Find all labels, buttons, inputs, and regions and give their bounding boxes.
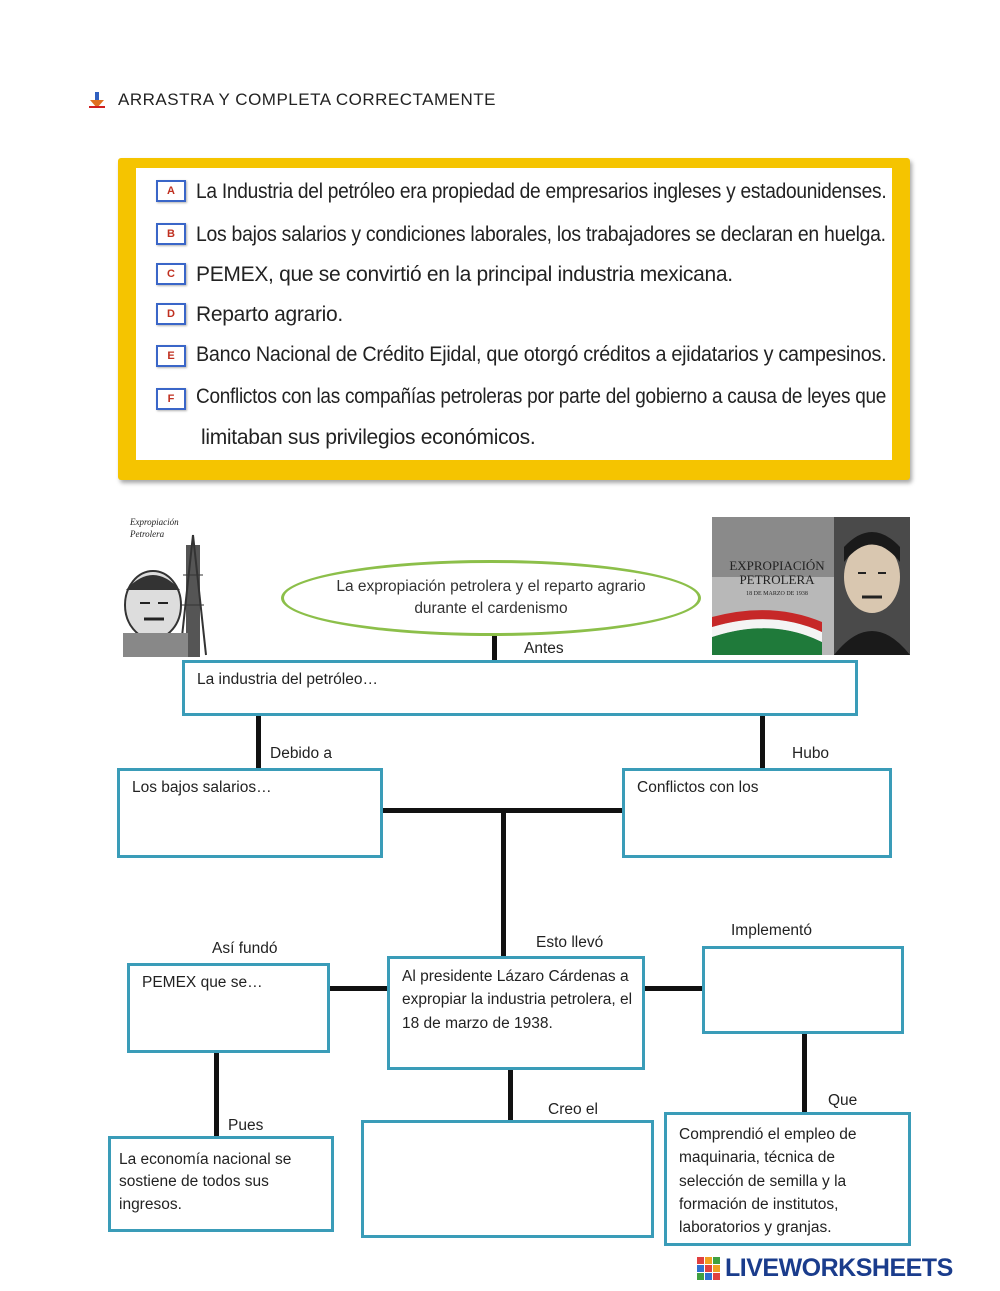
connector-line bbox=[328, 986, 390, 991]
brand-name: LIVEWORKSHEETS bbox=[725, 1254, 953, 1282]
box-text: Los bajos salarios… bbox=[132, 779, 272, 796]
box-text: Conflictos con los bbox=[637, 779, 759, 796]
option-d-draggable[interactable]: D bbox=[156, 303, 186, 325]
label-pues: Pues bbox=[228, 1117, 264, 1134]
cardenas-sketch-image: Expropiación Petrolera bbox=[108, 515, 218, 657]
label-antes: Antes bbox=[524, 640, 564, 657]
poster-title: EXPROPIACIÓN PETROLERA bbox=[729, 558, 825, 587]
box-economia: La economía nacional se sostiene de todo… bbox=[108, 1136, 334, 1232]
connector-line bbox=[508, 1068, 513, 1120]
connector-line bbox=[802, 1032, 807, 1114]
liveworksheets-icon bbox=[697, 1256, 720, 1280]
arrow-down-icon bbox=[88, 91, 106, 109]
drop-box-conflictos[interactable]: Conflictos con los bbox=[622, 768, 892, 858]
connector-line bbox=[492, 634, 497, 662]
connector-line bbox=[501, 810, 506, 960]
options-panel: A La Industria del petróleo era propieda… bbox=[118, 158, 910, 480]
liveworksheets-logo: LIVEWORKSHEETS bbox=[697, 1254, 953, 1283]
label-que: Que bbox=[828, 1092, 858, 1109]
option-d-text: Reparto agrario. bbox=[196, 303, 343, 326]
label-debido: Debido a bbox=[270, 745, 333, 762]
drop-box-pemex[interactable]: PEMEX que se… bbox=[127, 963, 330, 1053]
option-f-draggable[interactable]: F bbox=[156, 388, 186, 410]
drop-box-industria[interactable]: La industria del petróleo… bbox=[182, 660, 858, 716]
drop-box-salarios[interactable]: Los bajos salarios… bbox=[117, 768, 383, 858]
label-implemento: Implementó bbox=[731, 922, 812, 939]
label-esto-llevo: Esto llevó bbox=[536, 934, 604, 951]
connector-line bbox=[760, 714, 765, 770]
instruction-text: ARRASTRA Y COMPLETA CORRECTAMENTE bbox=[118, 90, 496, 109]
box-text: La industria del petróleo… bbox=[197, 671, 378, 688]
label-asi-fundo: Así fundó bbox=[212, 940, 278, 957]
box-text: PEMEX que se… bbox=[142, 974, 263, 991]
connector-line bbox=[642, 986, 704, 991]
diagram-title-oval: La expropiación petrolera y el reparto a… bbox=[281, 560, 701, 636]
label-hubo: Hubo bbox=[792, 745, 830, 762]
drop-box-creo[interactable] bbox=[361, 1120, 654, 1238]
option-f-text: Conflictos con las compañías petroleras … bbox=[196, 385, 887, 408]
option-c-draggable[interactable]: C bbox=[156, 263, 186, 285]
label-creo: Creo el bbox=[548, 1101, 598, 1118]
drop-box-implemento[interactable] bbox=[702, 946, 904, 1034]
expropiacion-poster-image: EXPROPIACIÓN PETROLERA 18 DE MARZO DE 19… bbox=[712, 517, 910, 655]
instruction: ARRASTRA Y COMPLETA CORRECTAMENTE bbox=[88, 90, 496, 110]
connector-line bbox=[256, 714, 261, 770]
option-b-draggable[interactable]: B bbox=[156, 223, 186, 245]
option-a-draggable[interactable]: A bbox=[156, 180, 186, 202]
option-f-text-line2: limitaban sus privilegios económicos. bbox=[201, 426, 536, 449]
option-a-text: La Industria del petróleo era propiedad … bbox=[196, 180, 887, 203]
connector-line bbox=[214, 1050, 219, 1140]
option-b-text: Los bajos salarios y condiciones laboral… bbox=[196, 223, 886, 246]
option-e-text: Banco Nacional de Crédito Ejidal, que ot… bbox=[196, 343, 887, 366]
box-text: La economía nacional se sostiene de todo… bbox=[119, 1151, 292, 1213]
box-presidente: Al presidente Lázaro Cárdenas a expropia… bbox=[387, 956, 645, 1070]
options-list: A La Industria del petróleo era propieda… bbox=[136, 168, 892, 460]
box-comprendio: Comprendió el empleo de maquinaria, técn… bbox=[664, 1112, 911, 1246]
diagram-title: La expropiación petrolera y el reparto a… bbox=[336, 578, 646, 617]
poster-date: 18 DE MARZO DE 1938 bbox=[746, 591, 808, 597]
box-text: Al presidente Lázaro Cárdenas a expropia… bbox=[402, 968, 633, 1032]
option-c-text: PEMEX, que se convirtió en la principal … bbox=[196, 263, 733, 286]
sketch-caption: Expropiación Petrolera bbox=[130, 517, 179, 539]
box-text: Comprendió el empleo de maquinaria, técn… bbox=[679, 1126, 857, 1236]
option-e-draggable[interactable]: E bbox=[156, 345, 186, 367]
